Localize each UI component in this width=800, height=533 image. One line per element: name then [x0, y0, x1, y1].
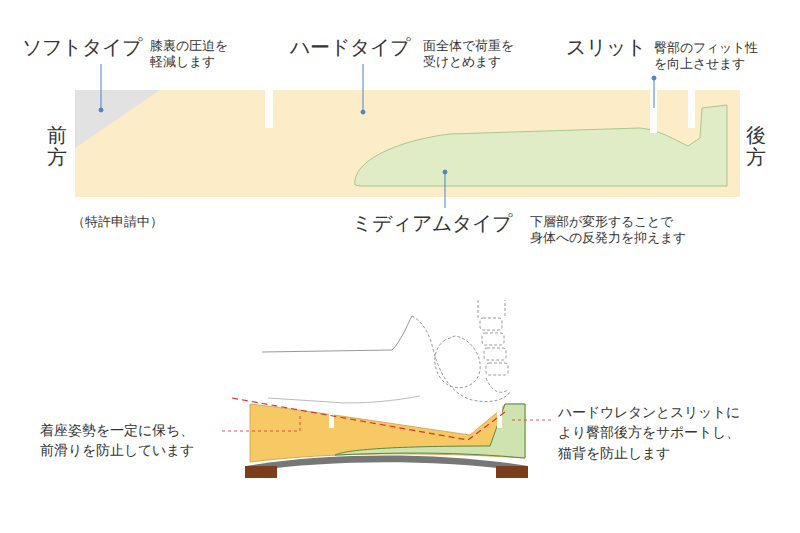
- seat-cushion: [250, 404, 525, 462]
- direction-label: 後方: [746, 124, 766, 168]
- frame-foot: [496, 466, 528, 478]
- type-note: 臀部のフィット性 を向上させます: [654, 40, 758, 71]
- type-note: 面全体で荷重を 受けとめます: [423, 38, 514, 69]
- leader-lines: [99, 64, 656, 208]
- type-heading: ソフトタイプ: [22, 36, 142, 59]
- type-heading: ミディアムタイプ: [352, 212, 512, 235]
- type-heading: スリット: [566, 36, 646, 59]
- slit: [265, 90, 273, 128]
- seat-board: [246, 456, 528, 473]
- posture-guides: [222, 398, 554, 440]
- soft-zone: [75, 90, 160, 148]
- patent-note: （特許申請中）: [72, 213, 163, 231]
- cushion-section: [75, 90, 740, 197]
- callout-note: 着座姿勢を一定に保ち、 前滑りを防止しています: [40, 420, 194, 461]
- direction-label: 前方: [47, 124, 67, 168]
- frame-foot: [245, 466, 277, 478]
- medium-layer: [335, 404, 525, 458]
- seated-person: [262, 300, 510, 403]
- slit: [497, 404, 502, 428]
- type-note: 下層部が変形することで 身体への反発力を抑えます: [530, 214, 686, 245]
- callout-note: ハードウレタンとスリットに より臀部後方をサポートし、 猫背を防止します: [558, 402, 740, 463]
- medium-zone: [355, 105, 727, 186]
- type-heading: ハードタイプ: [290, 36, 410, 59]
- type-note: 膝裏の圧迫を 軽減します: [150, 38, 228, 69]
- slit: [688, 90, 695, 128]
